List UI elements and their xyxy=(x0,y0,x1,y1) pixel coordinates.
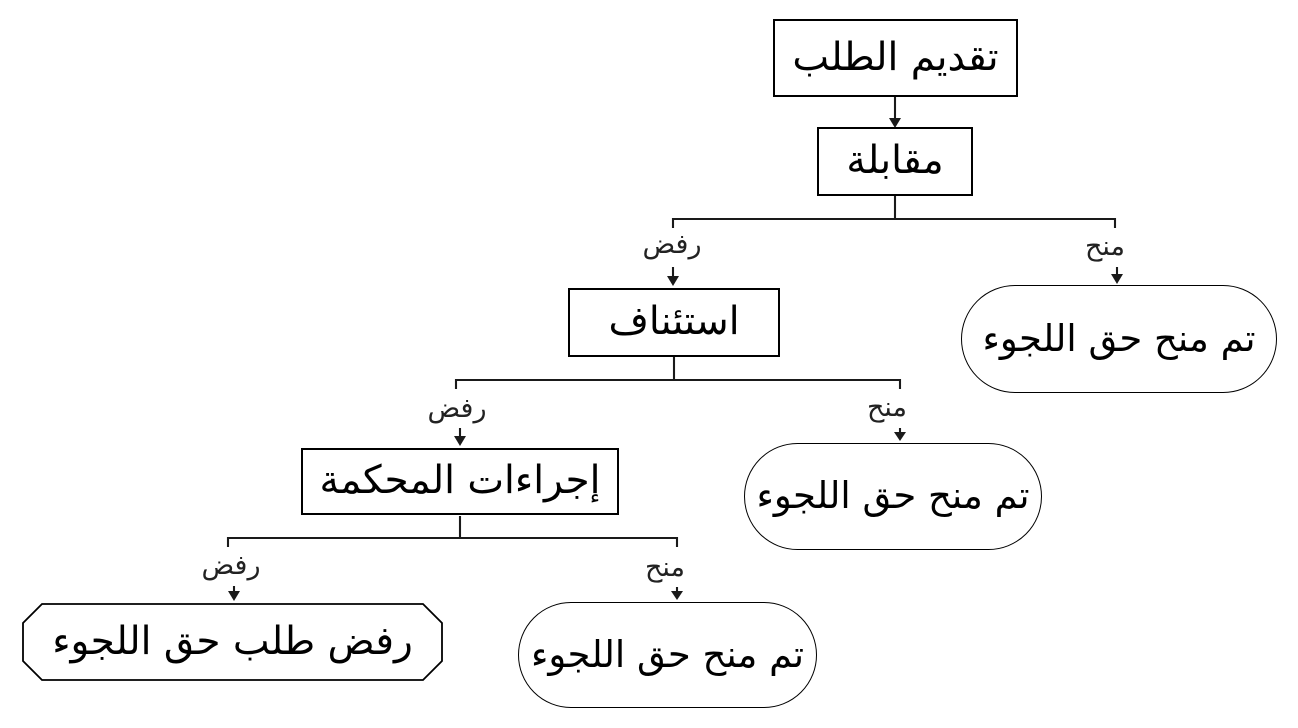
arrowhead-court xyxy=(454,436,466,446)
arrowhead-granted-3 xyxy=(671,591,683,600)
node-court-proceedings: إجراءات المحكمة xyxy=(301,448,619,515)
arrowhead-interview xyxy=(889,118,901,128)
node-court-proceedings-label: إجراءات المحكمة xyxy=(319,458,601,504)
edge-label-court-grant: منح xyxy=(644,552,686,583)
node-asylum-granted-after-court: تم منح حق اللجوء xyxy=(518,602,817,708)
node-appeal-label: استئناف xyxy=(608,299,740,345)
node-asylum-granted-after-appeal: تم منح حق اللجوء xyxy=(744,443,1042,550)
arrowhead-rejected xyxy=(228,591,240,601)
edge-appeal-branch xyxy=(454,357,902,389)
octagon-outline xyxy=(22,603,443,681)
edge-label-interview-grant: منح xyxy=(1084,231,1126,262)
edge-label-interview-reject: رفض xyxy=(642,229,702,260)
edge-label-appeal-reject: رفض xyxy=(427,393,487,424)
arrowhead-granted-2 xyxy=(894,432,906,441)
edge-label-appeal-grant: منح xyxy=(866,392,908,423)
node-submit-application-label: تقديم الطلب xyxy=(792,34,999,80)
node-asylum-granted-2-label: تم منح حق اللجوء xyxy=(756,474,1030,518)
arrowhead-granted-1 xyxy=(1111,274,1123,284)
node-interview-label: مقابلة xyxy=(846,138,944,184)
node-asylum-granted-3-label: تم منح حق اللجوء xyxy=(531,632,805,676)
node-asylum-application-rejected: رفض طلب حق اللجوء xyxy=(22,603,443,681)
node-asylum-rejected-label: رفض طلب حق اللجوء xyxy=(52,618,413,664)
edge-interview-branch xyxy=(671,196,1117,228)
node-asylum-granted-after-interview: تم منح حق اللجوء xyxy=(961,285,1277,393)
node-asylum-granted-1-label: تم منح حق اللجوء xyxy=(982,316,1256,360)
node-submit-application: تقديم الطلب xyxy=(773,19,1018,97)
node-appeal: استئناف xyxy=(568,288,780,357)
edge-court-branch xyxy=(226,516,679,547)
node-interview: مقابلة xyxy=(817,127,973,196)
arrowhead-appeal xyxy=(667,276,679,286)
edge-label-court-reject: رفض xyxy=(201,550,261,581)
